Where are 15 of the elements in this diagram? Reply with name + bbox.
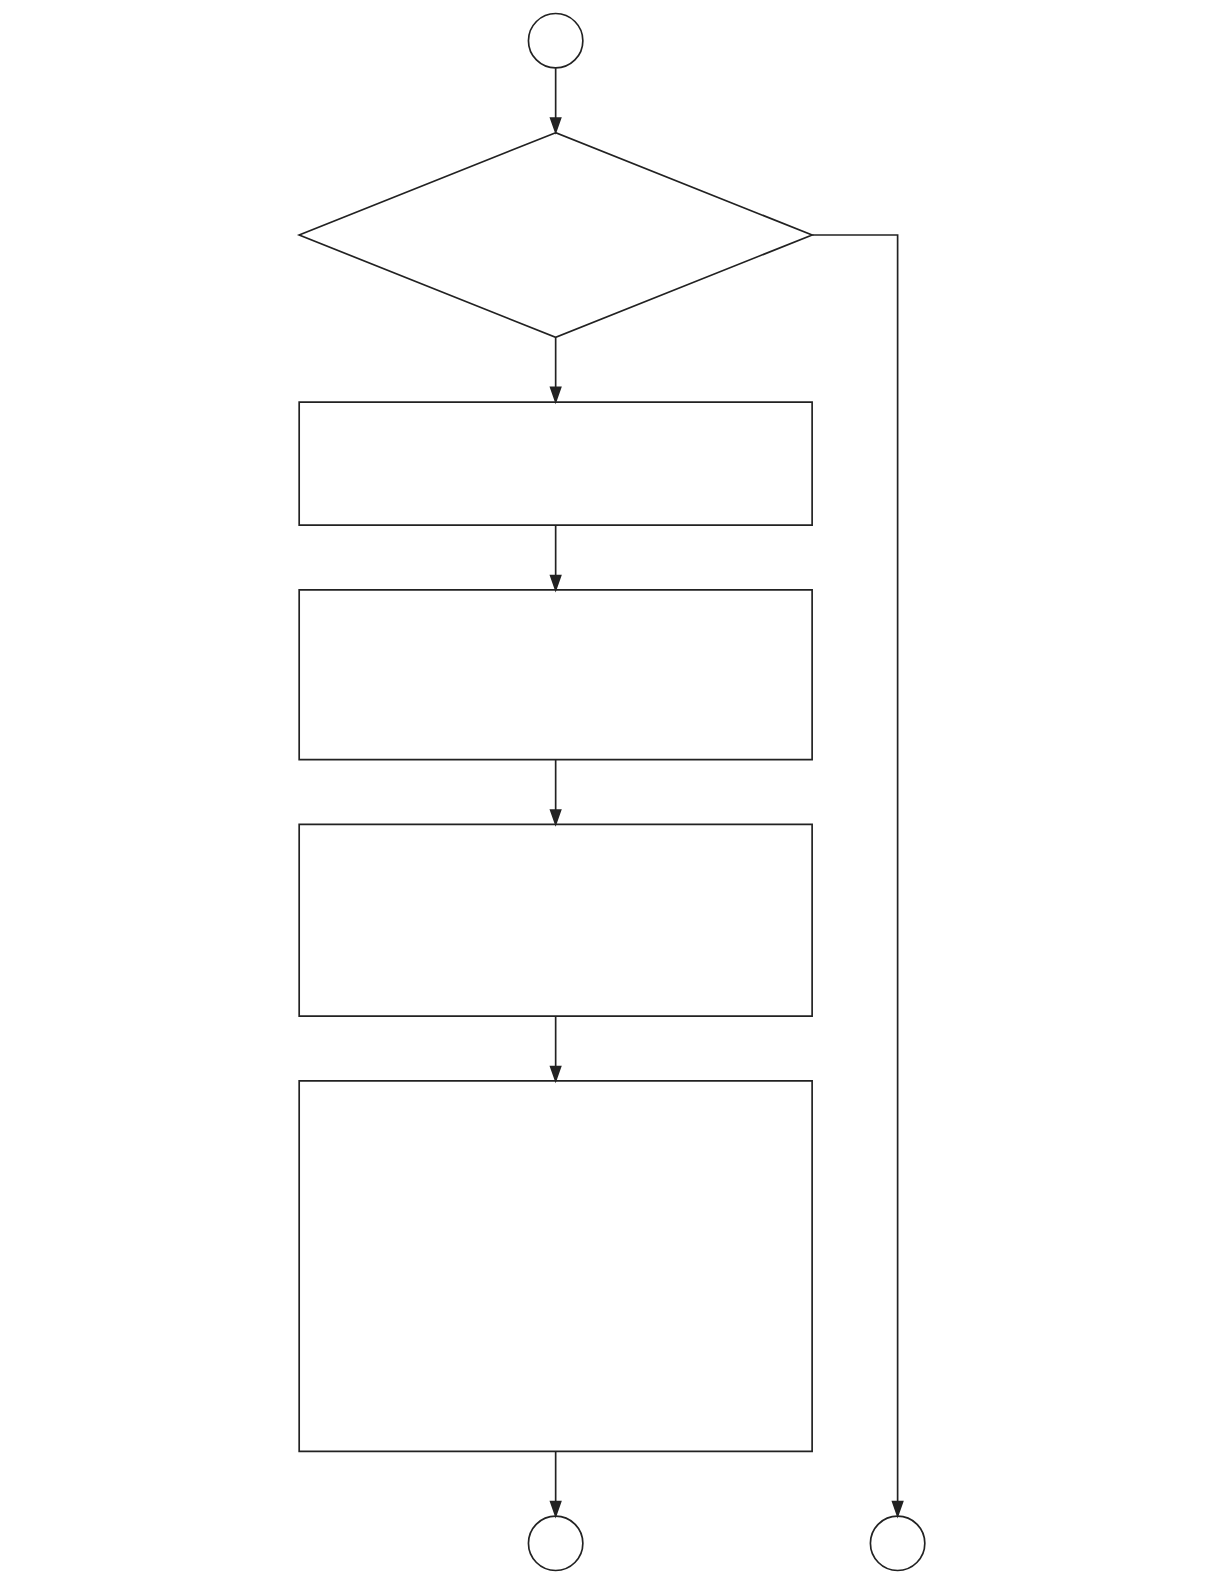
arrow [811,234,904,1519]
node-circle [527,1515,584,1572]
node-box [298,589,813,761]
arrow [549,336,562,405]
node-circle [869,1515,926,1572]
node-box [298,1080,813,1453]
node-box [298,401,813,526]
node-circle [527,12,584,69]
arrow [549,759,562,827]
arrow [549,1450,562,1519]
arrow [549,1015,562,1084]
node-diamond [296,131,815,339]
arrow [549,67,562,135]
node-box [298,823,813,1017]
arrow [549,524,562,593]
